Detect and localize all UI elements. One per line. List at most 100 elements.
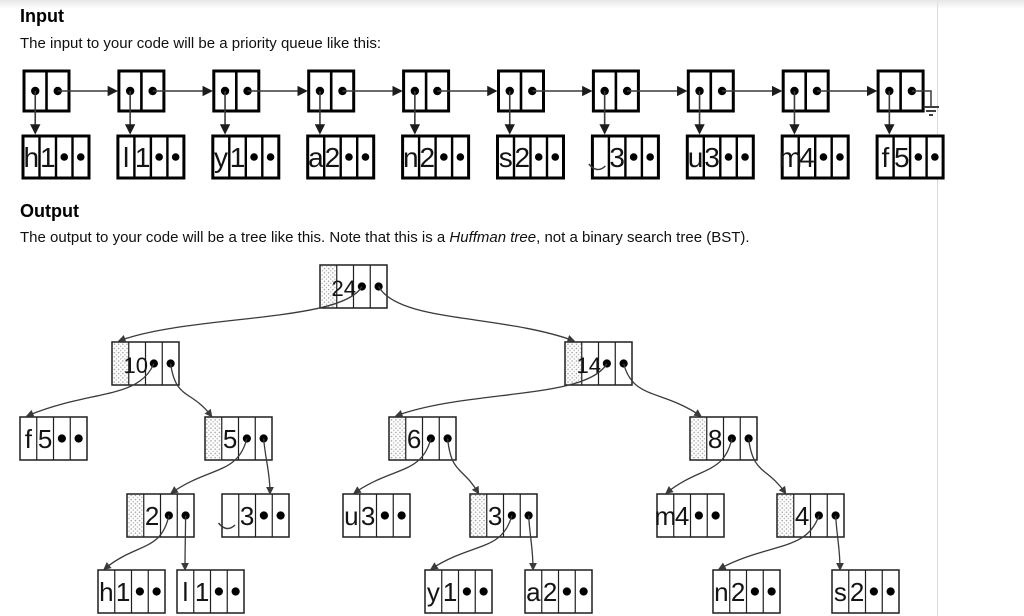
tree-edge-8-m4	[665, 438, 733, 494]
tree-edge-4-n2	[717, 515, 820, 570]
tree-edge-5-2	[170, 438, 248, 494]
tree-node-24: 24	[319, 264, 388, 309]
tree-node-sp3: 3	[217, 493, 290, 538]
output-heading: Output	[20, 201, 79, 221]
svg-text:4: 4	[799, 142, 815, 173]
space-char-glyph	[588, 163, 606, 171]
svg-text:2: 2	[420, 142, 436, 173]
svg-text:3: 3	[704, 142, 720, 173]
svg-text:f: f	[25, 424, 33, 454]
svg-text:1: 1	[443, 577, 457, 607]
svg-text:l: l	[123, 142, 129, 173]
svg-text:a: a	[526, 577, 541, 607]
svg-text:2: 2	[514, 142, 530, 173]
tree-edge-2-h1	[103, 515, 170, 570]
svg-text:a: a	[308, 142, 324, 173]
tree-edge-24-10	[117, 286, 363, 343]
tree-node-2: 2	[126, 493, 195, 538]
svg-text:n: n	[714, 577, 728, 607]
svg-text:u: u	[688, 142, 704, 173]
tree-edge-6-3	[446, 438, 480, 495]
svg-text:5: 5	[894, 142, 910, 173]
svg-text:l: l	[182, 577, 188, 607]
svg-text:2: 2	[731, 577, 745, 607]
svg-text:6: 6	[407, 424, 421, 454]
tree-node-6: 6	[388, 416, 457, 461]
svg-text:h: h	[23, 142, 39, 173]
svg-text:1: 1	[195, 577, 209, 607]
svg-text:n: n	[403, 142, 419, 173]
null-terminator-ground	[911, 90, 939, 116]
tree-node-m4: m4	[655, 493, 725, 538]
svg-text:3: 3	[361, 501, 375, 531]
tree-edge-3-a2	[527, 515, 537, 571]
tree-edge-6-u3	[353, 438, 432, 494]
svg-text:5: 5	[223, 424, 237, 454]
svg-text:1: 1	[135, 142, 151, 173]
page-edge-line	[937, 0, 938, 616]
svg-text:3: 3	[609, 142, 625, 173]
svg-text:2: 2	[145, 501, 159, 531]
tree-edge-10-f5	[25, 363, 155, 418]
input-heading: Input	[20, 6, 64, 26]
svg-text:1: 1	[40, 142, 56, 173]
top-shadow	[0, 0, 1024, 9]
svg-text:4: 4	[795, 501, 809, 531]
output-description-part1: The output to your code will be a tree l…	[20, 229, 450, 246]
queue-entry-m4: m4	[779, 69, 878, 180]
svg-text:s: s	[834, 577, 847, 607]
tree-edge-5-sp3	[262, 438, 274, 495]
svg-text:10: 10	[124, 353, 148, 378]
svg-text:4: 4	[675, 501, 689, 531]
svg-text:f: f	[881, 142, 889, 173]
tree-edge-10-5	[169, 363, 213, 418]
svg-text:m: m	[779, 142, 802, 173]
svg-text:m: m	[655, 501, 677, 531]
svg-text:u: u	[344, 501, 358, 531]
tree-node-8: 8	[689, 416, 758, 461]
tree-node-10: 10	[111, 341, 180, 386]
tree-edge-14-6	[394, 363, 608, 418]
space-char-glyph	[217, 522, 236, 530]
svg-text:2: 2	[543, 577, 557, 607]
svg-text:2: 2	[850, 577, 864, 607]
tree-edge-3-y1	[430, 515, 513, 570]
output-description-italic: Huffman tree	[449, 229, 537, 246]
svg-text:1: 1	[230, 142, 246, 173]
tree-node-3: 3	[469, 493, 538, 538]
tree-node-5: 5	[204, 416, 273, 461]
svg-text:y: y	[427, 577, 440, 607]
tree-edge-14-8	[622, 363, 702, 417]
tree-edge-2-l1	[181, 515, 189, 571]
queue-entry-space3: 3	[588, 69, 688, 180]
output-description: The output to your code will be a tree l…	[20, 229, 750, 246]
svg-text:s: s	[499, 142, 513, 173]
svg-text:1: 1	[116, 577, 130, 607]
svg-text:3: 3	[488, 501, 502, 531]
svg-text:y: y	[214, 142, 228, 173]
svg-text:5: 5	[38, 424, 52, 454]
tree-edge-24-14	[378, 286, 576, 343]
svg-text:24: 24	[332, 276, 356, 301]
svg-text:8: 8	[708, 424, 722, 454]
tree-edge-8-4	[747, 438, 787, 495]
svg-text:h: h	[99, 577, 113, 607]
